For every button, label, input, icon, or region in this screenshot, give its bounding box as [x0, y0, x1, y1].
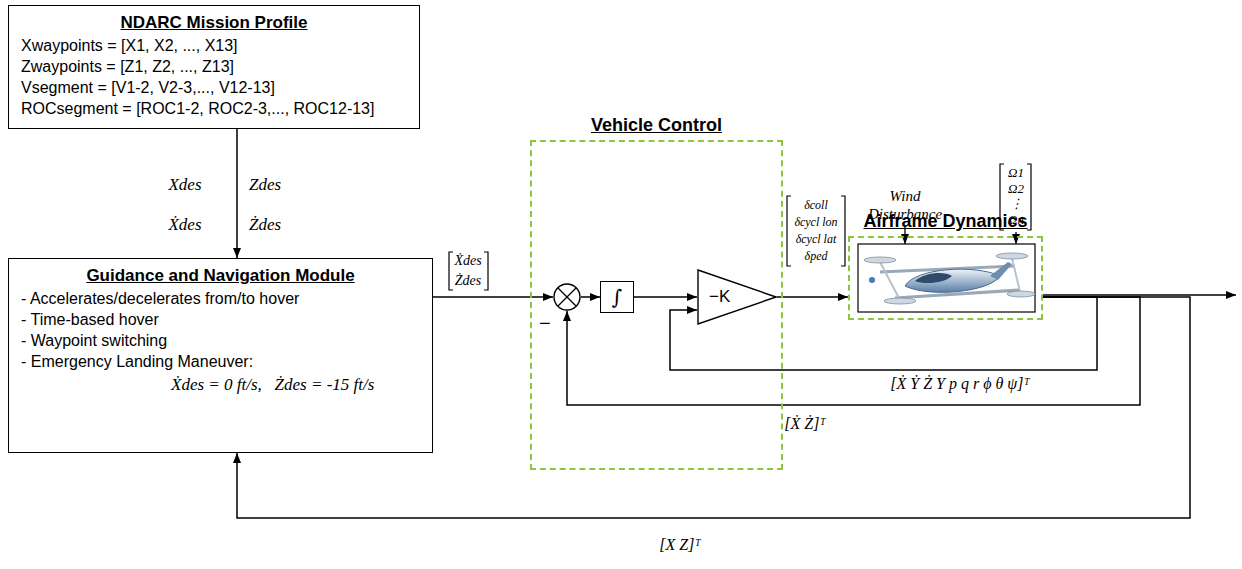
signal-name: Ẋdes	[454, 252, 481, 270]
signal-name: Żdes	[249, 216, 281, 234]
output-line	[1043, 294, 1236, 296]
control-input: δcoll	[804, 196, 828, 214]
signal-name: Żdes	[455, 272, 481, 290]
box-line: Zwaypoints = [Z1, Z2, ..., Z13]	[21, 56, 407, 77]
operator-symbol: ∫	[612, 287, 622, 308]
box-line: - Time-based hover	[21, 309, 420, 330]
summing-junction: −	[553, 283, 581, 311]
sign-label: −	[539, 313, 551, 334]
gain-label: −K	[709, 286, 730, 307]
signal-arrow	[433, 296, 553, 298]
rotor-speed: Ωn	[1008, 211, 1024, 229]
feedback-signal: [Ẋ Ẏ Ż Y p q r ϕ θ ψ]ᵀ	[890, 375, 1029, 393]
vector-bracket	[449, 252, 488, 290]
feedback-line	[567, 297, 1140, 405]
box-heading: NDARC Mission Profile	[21, 12, 407, 33]
group-region: Airframe Dynamics	[848, 236, 1043, 320]
signal-name: Zdes	[249, 176, 281, 194]
rotor-speed: ⋮	[1010, 195, 1023, 213]
data-box: NDARC Mission ProfileXwaypoints = [X1, X…	[8, 5, 420, 129]
signal-arrow	[581, 296, 600, 298]
summing-circle	[553, 283, 581, 311]
feedback-signal: [X Z]ᵀ	[659, 536, 700, 554]
signal-name: Ẋdes	[168, 216, 201, 234]
disturbance-label: Wind Disturbance	[860, 187, 950, 223]
signal-arrow	[634, 296, 697, 298]
evtol-aircraft	[864, 253, 1035, 304]
group-region: −∫−KVehicle Control	[530, 140, 783, 470]
vector-bracket	[787, 196, 845, 266]
group-heading: Vehicle Control	[591, 115, 722, 136]
signal-arrow	[777, 296, 848, 298]
aircraft-frame	[858, 244, 1035, 312]
gain-triangle: −K	[697, 269, 777, 325]
rotor-speed: Ω1	[1008, 164, 1024, 182]
signal-name: Xdes	[168, 176, 201, 194]
box-line: - Waypoint switching	[21, 330, 420, 351]
control-input: δcycl lat	[796, 230, 837, 248]
control-input: δcycl lon	[794, 213, 837, 231]
module-box: Guidance and Navigation Module- Accelera…	[8, 258, 433, 453]
box-line: - Emergency Landing Maneuver:	[21, 351, 420, 372]
box-line: - Accelerates/decelerates from/to hover	[21, 288, 420, 309]
signal-arrow	[236, 129, 238, 258]
rotor-speed: Ω2	[1008, 180, 1024, 198]
box-line: ROCsegment = [ROC1-2, ROC2-3,..., ROC12-…	[21, 98, 407, 119]
rotor-input-arrow	[1015, 232, 1016, 244]
feedback-signal: [Ẋ Ż]ᵀ	[784, 415, 825, 433]
box-line: Vsegment = [V1-2, V2-3,..., V12-13]	[21, 77, 407, 98]
box-line: Ẋdes = 0 ft/s, Żdes = -15 ft/s	[21, 374, 420, 395]
box-line: Xwaypoints = [X1, X2, ..., X13]	[21, 35, 407, 56]
integrator-block: ∫	[600, 281, 634, 313]
box-heading: Guidance and Navigation Module	[21, 265, 420, 286]
control-input: δped	[805, 247, 828, 265]
